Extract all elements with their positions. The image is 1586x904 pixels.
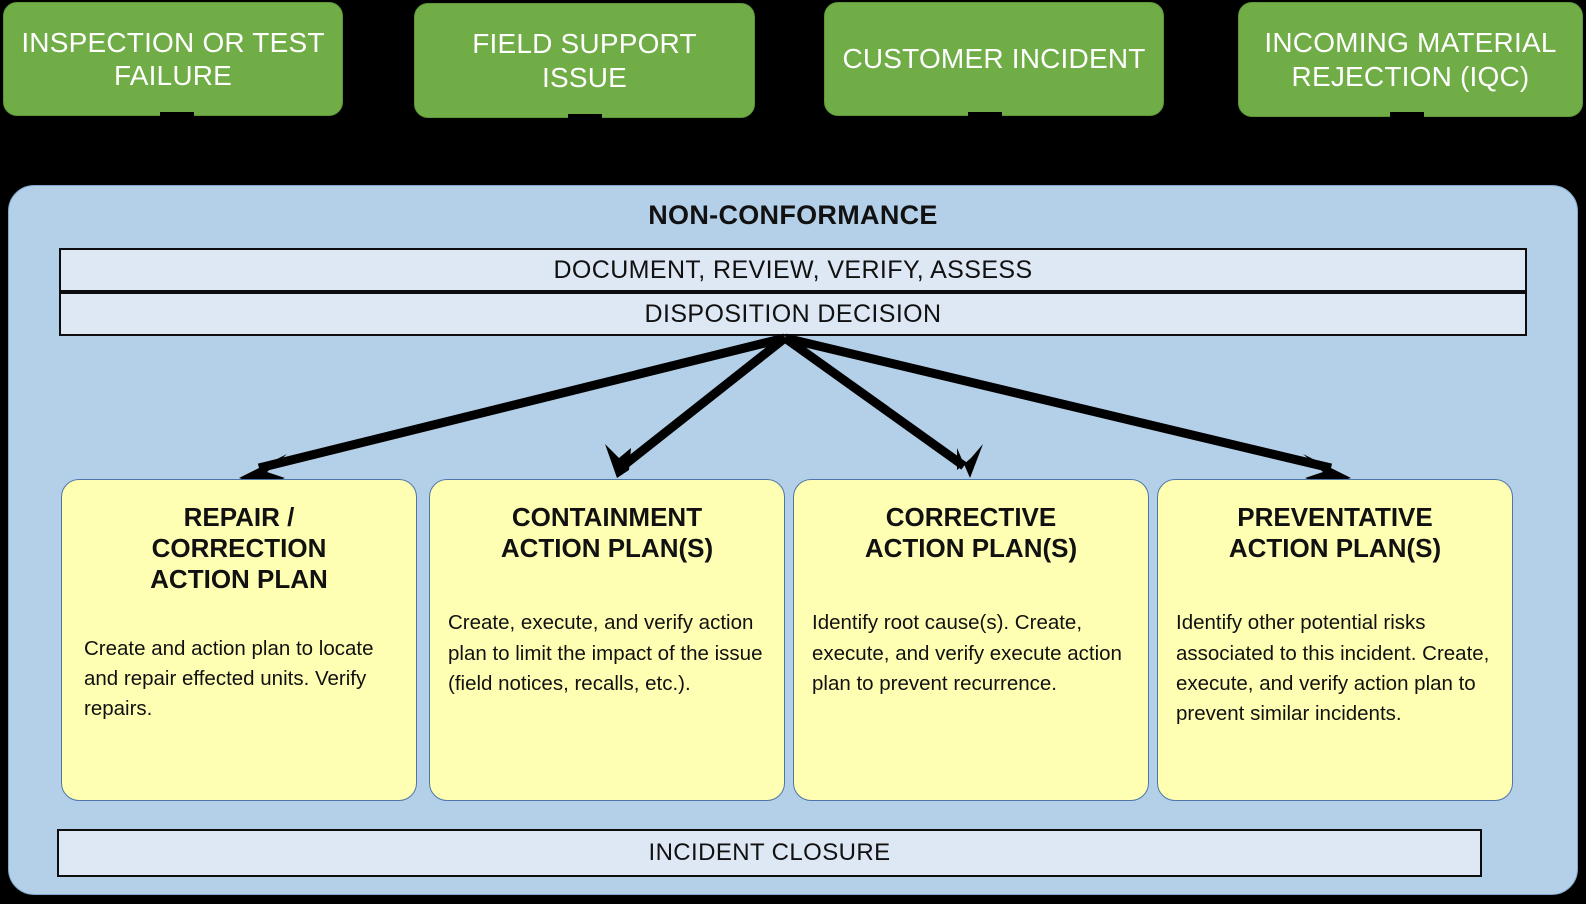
action-plan-card-repair-correction[interactable]: REPAIR / CORRECTION ACTION PLAN Create a… — [61, 479, 417, 801]
inbound-arrow-icon — [768, 162, 802, 188]
action-plan-card-containment[interactable]: CONTAINMENT ACTION PLAN(S) Create, execu… — [429, 479, 785, 801]
page-title: NON-CONFORMANCE — [648, 200, 938, 230]
trigger-connector-stub — [1390, 112, 1424, 122]
card-title: CONTAINMENT ACTION PLAN(S) — [500, 502, 714, 564]
trigger-label: INSPECTION OR TEST FAILURE — [21, 26, 325, 91]
trigger-box-field-support-issue[interactable]: FIELD SUPPORT ISSUE — [414, 3, 755, 118]
action-plan-card-preventative[interactable]: PREVENTATIVE ACTION PLAN(S) Identify oth… — [1157, 479, 1513, 801]
card-body: Create and action plan to locate and rep… — [84, 636, 374, 720]
trigger-label: FIELD SUPPORT ISSUE — [472, 28, 697, 93]
step-label: DISPOSITION DECISION — [644, 299, 942, 328]
trigger-box-customer-incident[interactable]: CUSTOMER INCIDENT — [824, 2, 1164, 116]
step-label: DOCUMENT, REVIEW, VERIFY, ASSESS — [553, 255, 1033, 284]
trigger-connector-stub — [968, 112, 1002, 122]
card-body: Identify other potential risks associate… — [1176, 611, 1490, 725]
card-title: CORRECTIVE ACTION PLAN(S) — [864, 502, 1078, 564]
non-conformance-container: NON-CONFORMANCE DOCUMENT, REVIEW, VERIFY… — [8, 185, 1578, 895]
step-incident-closure[interactable]: INCIDENT CLOSURE — [57, 829, 1482, 877]
step-label: INCIDENT CLOSURE — [648, 839, 891, 866]
step-disposition-decision[interactable]: DISPOSITION DECISION — [59, 292, 1527, 336]
trigger-box-inspection-or-test-failure[interactable]: INSPECTION OR TEST FAILURE — [3, 2, 343, 116]
trigger-label: INCOMING MATERIAL REJECTION (IQC) — [1264, 27, 1557, 92]
trigger-box-incoming-material-rejection[interactable]: INCOMING MATERIAL REJECTION (IQC) — [1238, 2, 1583, 117]
trigger-connector-stub — [568, 114, 602, 124]
step-document-review-verify-assess[interactable]: DOCUMENT, REVIEW, VERIFY, ASSESS — [59, 248, 1527, 292]
trigger-connector-stub — [160, 112, 194, 122]
card-body: Identify root cause(s). Create, execute,… — [812, 611, 1122, 695]
card-title: PREVENTATIVE ACTION PLAN(S) — [1228, 502, 1442, 564]
card-body: Create, execute, and verify action plan … — [448, 611, 763, 695]
action-plan-card-corrective[interactable]: CORRECTIVE ACTION PLAN(S) Identify root … — [793, 479, 1149, 801]
trigger-label: CUSTOMER INCIDENT — [842, 43, 1146, 75]
card-title: REPAIR / CORRECTION ACTION PLAN — [150, 502, 328, 595]
